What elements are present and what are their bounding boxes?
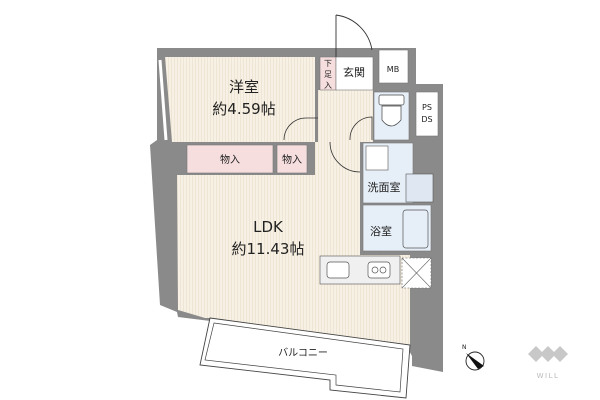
toilet-door-icon xyxy=(349,116,373,141)
entrance-label: 玄関 xyxy=(343,65,365,79)
entrance-door-icon xyxy=(335,14,373,57)
bathtub-icon xyxy=(402,209,429,249)
kitchen-counter xyxy=(319,255,401,285)
will-logo-icon: WILL xyxy=(528,346,568,380)
shoe-storage-label-1: 下 xyxy=(324,59,332,68)
pipe-space xyxy=(415,91,439,137)
western-room-door-icon xyxy=(283,117,318,141)
meter-box-label: MB xyxy=(387,65,399,74)
pipe-space-label-1: PS xyxy=(422,103,432,112)
western-room-name: 洋室 xyxy=(229,78,259,96)
shoe-storage-label-3: 入 xyxy=(324,81,332,90)
balcony xyxy=(199,317,411,399)
closet-small xyxy=(276,144,308,174)
ldk-area: 約11.43帖 xyxy=(232,240,305,258)
balcony-label: バルコニー xyxy=(278,347,328,359)
western-room-area: 約4.59帖 xyxy=(212,100,275,118)
will-logo-text: WILL xyxy=(537,372,560,380)
hallway xyxy=(318,90,373,142)
ldk-name: LDK xyxy=(253,218,284,236)
compass-icon: N xyxy=(462,344,485,371)
sink-icon xyxy=(365,145,389,171)
ldk-door-icon xyxy=(329,141,361,173)
shoe-storage-label-2: 足 xyxy=(324,70,332,79)
ldk-room xyxy=(177,142,410,345)
closet-small-label: 物入 xyxy=(282,153,302,166)
kitchen-sink-icon xyxy=(326,261,350,279)
washroom-label: 洗面室 xyxy=(368,180,401,194)
meter-box xyxy=(378,49,409,84)
entrance xyxy=(335,56,374,91)
closet-large-label: 物入 xyxy=(220,153,240,166)
closet-large xyxy=(186,144,274,174)
pipe-space-label-2: DS xyxy=(421,115,432,124)
bathroom-label: 浴室 xyxy=(370,224,392,238)
western-room xyxy=(158,57,315,142)
stove-icon xyxy=(367,261,391,279)
fridge-space xyxy=(401,257,432,289)
compass-north-label: N xyxy=(462,344,467,351)
toilet-icon xyxy=(378,94,405,127)
washing-machine-icon xyxy=(405,173,434,203)
